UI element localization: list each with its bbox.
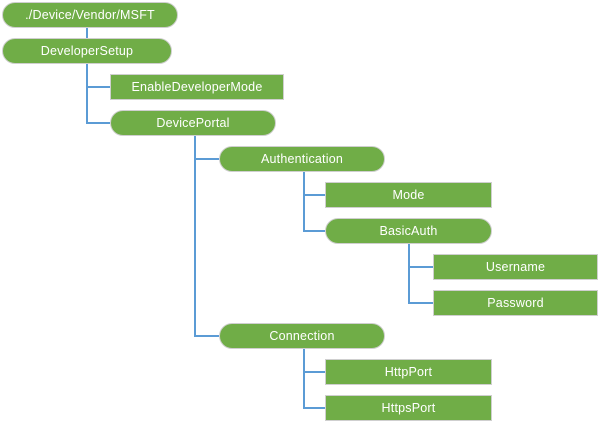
node-https-port[interactable]: HttpsPort — [325, 395, 492, 421]
connector-device-portal-to-authentication — [194, 158, 219, 160]
node-developer-setup[interactable]: DeveloperSetup — [2, 38, 172, 64]
connector-authentication-trunk — [303, 172, 305, 231]
node-label-developer-setup: DeveloperSetup — [40, 43, 134, 58]
node-label-basic-auth: BasicAuth — [379, 223, 438, 238]
node-label-password: Password — [487, 295, 544, 310]
node-label-authentication: Authentication — [260, 151, 344, 166]
connector-device-portal-to-connection — [194, 335, 219, 337]
node-basic-auth[interactable]: BasicAuth — [325, 218, 492, 244]
connector-device-portal-trunk — [194, 136, 196, 336]
node-label-mode: Mode — [392, 187, 425, 202]
connector-basic-auth-trunk — [408, 244, 410, 303]
connector-basic-auth-to-username — [408, 266, 433, 268]
node-label-http-port: HttpPort — [384, 364, 433, 379]
node-mode[interactable]: Mode — [325, 182, 492, 208]
node-device-portal[interactable]: DevicePortal — [110, 110, 276, 136]
node-label-https-port: HttpsPort — [381, 400, 436, 415]
node-connection[interactable]: Connection — [219, 323, 385, 349]
node-enable-developer-mode[interactable]: EnableDeveloperMode — [110, 74, 284, 100]
node-http-port[interactable]: HttpPort — [325, 359, 492, 385]
connector-developer-setup-to-enable-developer-mode — [86, 86, 110, 88]
node-label-enable-developer-mode: EnableDeveloperMode — [131, 79, 263, 94]
connector-basic-auth-to-password — [408, 302, 433, 304]
node-authentication[interactable]: Authentication — [219, 146, 385, 172]
node-label-device-portal: DevicePortal — [156, 115, 230, 130]
connector-authentication-to-mode — [303, 194, 325, 196]
node-label-username: Username — [485, 259, 546, 274]
connector-connection-to-https-port — [303, 407, 325, 409]
connector-developer-setup-to-device-portal — [86, 122, 110, 124]
connector-root-to-developer-setup — [86, 28, 88, 38]
connector-connection-trunk — [303, 349, 305, 408]
node-password[interactable]: Password — [433, 290, 598, 316]
connector-developer-setup-trunk — [86, 64, 88, 123]
node-label-root: ./Device/Vendor/MSFT — [25, 7, 155, 22]
node-label-connection: Connection — [269, 328, 335, 343]
connector-authentication-to-basic-auth — [303, 230, 325, 232]
node-root[interactable]: ./Device/Vendor/MSFT — [2, 2, 178, 28]
node-username[interactable]: Username — [433, 254, 598, 280]
connector-connection-to-http-port — [303, 371, 325, 373]
